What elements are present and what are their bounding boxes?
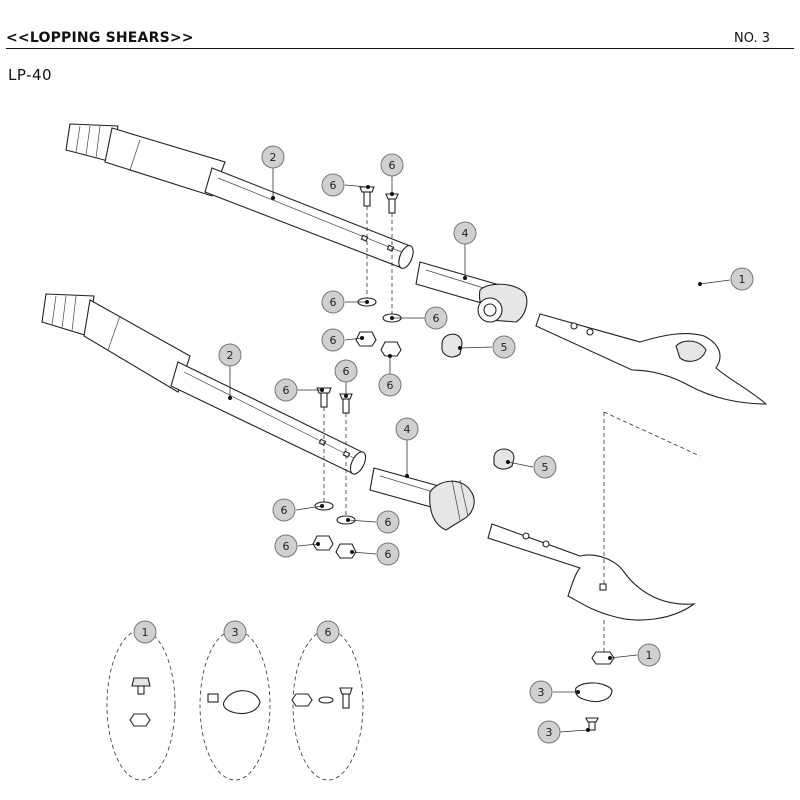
callout-part-1-lower: 1 <box>637 643 661 667</box>
svg-text:6: 6 <box>330 179 337 192</box>
upper-fasteners <box>355 186 402 357</box>
pivot-hardware <box>574 651 615 731</box>
svg-text:4: 4 <box>462 227 469 240</box>
upper-cap <box>441 333 463 358</box>
callout-part-2-lower: 2 <box>218 343 242 367</box>
svg-text:1: 1 <box>739 273 746 286</box>
detail-oval-1 <box>106 629 176 781</box>
lower-blade <box>487 523 696 621</box>
callout-part-6-i: 6 <box>272 498 296 522</box>
svg-text:1: 1 <box>646 649 653 662</box>
lower-fasteners <box>312 387 357 559</box>
upper-pivot-head <box>415 261 528 323</box>
svg-text:6: 6 <box>330 334 337 347</box>
callout-part-5-upper: 5 <box>492 335 516 359</box>
callout-leaders <box>228 168 731 733</box>
svg-text:6: 6 <box>283 540 290 553</box>
callout-part-6-a: 6 <box>321 173 345 197</box>
lower-handle <box>41 293 367 475</box>
callout-part-6-h: 6 <box>334 359 358 383</box>
callout-part-6-d: 6 <box>424 306 448 330</box>
callout-part-4-upper: 4 <box>453 221 477 245</box>
callout-part-6-k: 6 <box>274 534 298 558</box>
svg-text:1: 1 <box>142 626 149 639</box>
page-header: <<LOPPING SHEARS>> NO. 3 <box>6 30 794 50</box>
callout-part-6-e: 6 <box>321 328 345 352</box>
lower-cap <box>493 448 515 470</box>
svg-text:3: 3 <box>232 626 239 639</box>
document-title: <<LOPPING SHEARS>> <box>6 30 194 46</box>
callout-part-6-c: 6 <box>321 290 345 314</box>
callout-part-6-l: 6 <box>376 542 400 566</box>
detail-oval-3 <box>199 629 271 781</box>
upper-blade <box>535 313 768 405</box>
svg-text:6: 6 <box>387 379 394 392</box>
callout-part-6-j: 6 <box>376 510 400 534</box>
svg-text:6: 6 <box>330 296 337 309</box>
detail-oval-6 <box>291 629 364 781</box>
pivot-alignment-line <box>603 411 701 660</box>
callout-part-1-upper: 1 <box>730 267 754 291</box>
callout-part-4-lower: 4 <box>395 417 419 441</box>
svg-text:6: 6 <box>433 312 440 325</box>
svg-text:6: 6 <box>325 626 332 639</box>
upper-handle <box>65 123 414 269</box>
svg-text:5: 5 <box>542 461 549 474</box>
svg-text:6: 6 <box>385 516 392 529</box>
callout-part-3-a: 3 <box>529 680 553 704</box>
model-number: LP-40 <box>8 66 53 84</box>
callout-detail-1: 1 <box>133 620 157 644</box>
svg-text:6: 6 <box>389 159 396 172</box>
callout-part-5-lower: 5 <box>533 455 557 479</box>
callout-part-6-b: 6 <box>380 153 404 177</box>
svg-text:6: 6 <box>281 504 288 517</box>
svg-text:3: 3 <box>538 686 545 699</box>
svg-text:2: 2 <box>227 349 234 362</box>
svg-text:6: 6 <box>385 548 392 561</box>
svg-text:4: 4 <box>404 423 411 436</box>
callout-detail-6: 6 <box>316 620 340 644</box>
svg-text:2: 2 <box>270 151 277 164</box>
callout-part-6-f: 6 <box>378 373 402 397</box>
svg-text:5: 5 <box>501 341 508 354</box>
callout-part-6-g: 6 <box>274 378 298 402</box>
header-rule <box>6 48 794 49</box>
callout-part-2-upper: 2 <box>261 145 285 169</box>
document-number: NO. 3 <box>734 31 770 46</box>
svg-text:3: 3 <box>546 726 553 739</box>
callout-detail-3: 3 <box>223 620 247 644</box>
svg-text:6: 6 <box>343 365 350 378</box>
svg-text:6: 6 <box>283 384 290 397</box>
lower-pivot-head <box>369 467 475 531</box>
callout-part-3-b: 3 <box>537 720 561 744</box>
